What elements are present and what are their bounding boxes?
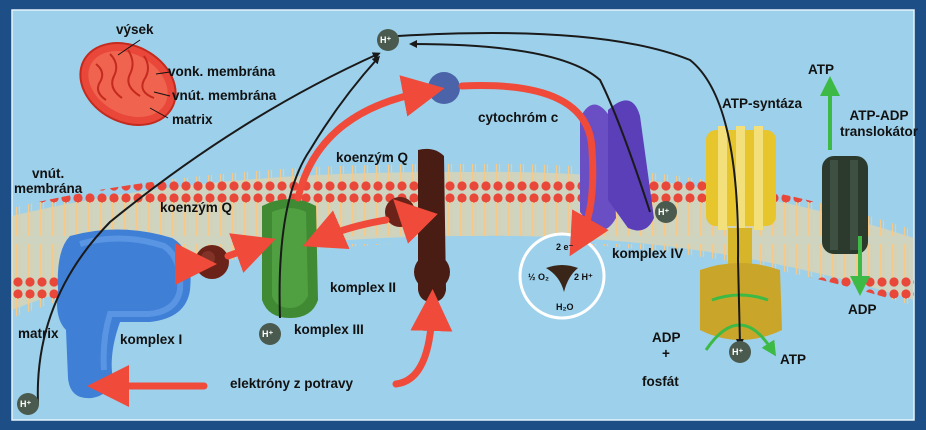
label-inner-membrane-line1: vnút.membrána	[14, 166, 82, 196]
label-coenzyme-q-left: koenzým Q	[160, 200, 232, 215]
label-atp-bottom: ATP	[780, 352, 806, 367]
label-matrix: matrix	[18, 326, 59, 341]
label-coenzyme-q-mid: koenzým Q	[336, 150, 408, 165]
label-complex-2: komplex II	[330, 280, 396, 295]
label-translocator-line2: translokátor	[836, 124, 922, 139]
reaction-oxygen: ½ O₂	[528, 270, 549, 285]
label-complex-1: komplex I	[120, 332, 182, 347]
complex-3	[262, 199, 318, 318]
label-translocator-line1: ATP-ADP	[836, 108, 922, 123]
proton-label-complex-3: H⁺	[262, 327, 273, 342]
reaction-electrons: 2 e⁻	[556, 240, 573, 255]
proton-label-top: H⁺	[380, 33, 391, 48]
label-adp-right: ADP	[848, 302, 877, 317]
reaction-water: H₂O	[556, 300, 574, 315]
label-atp-synthase: ATP-syntáza	[722, 96, 802, 111]
label-adp-left: ADP	[652, 330, 681, 345]
label-complex-4: komplex IV	[612, 246, 683, 261]
label-cytochrome-c: cytochróm c	[478, 110, 558, 125]
label-electrons-from-food: elektróny z potravy	[230, 376, 353, 391]
label-outer-membrane: vonk. membrána	[168, 64, 275, 79]
label-matrix-inset: matrix	[172, 112, 213, 127]
cytochrome-c	[428, 72, 460, 104]
label-phosphate: fosfát	[642, 374, 679, 389]
label-cristae: výsek	[116, 22, 154, 37]
label-atp-top: ATP	[808, 62, 834, 77]
label-complex-3: komplex III	[294, 322, 364, 337]
label-inner-membrane-inset: vnút. membrána	[172, 88, 276, 103]
reaction-protons: 2 H⁺	[574, 270, 593, 285]
proton-label-complex-4: H⁺	[658, 205, 669, 220]
proton-label-atp-synthase: H⁺	[732, 345, 743, 360]
proton-label-bottom-left: H⁺	[20, 397, 31, 412]
label-plus: +	[662, 346, 670, 361]
